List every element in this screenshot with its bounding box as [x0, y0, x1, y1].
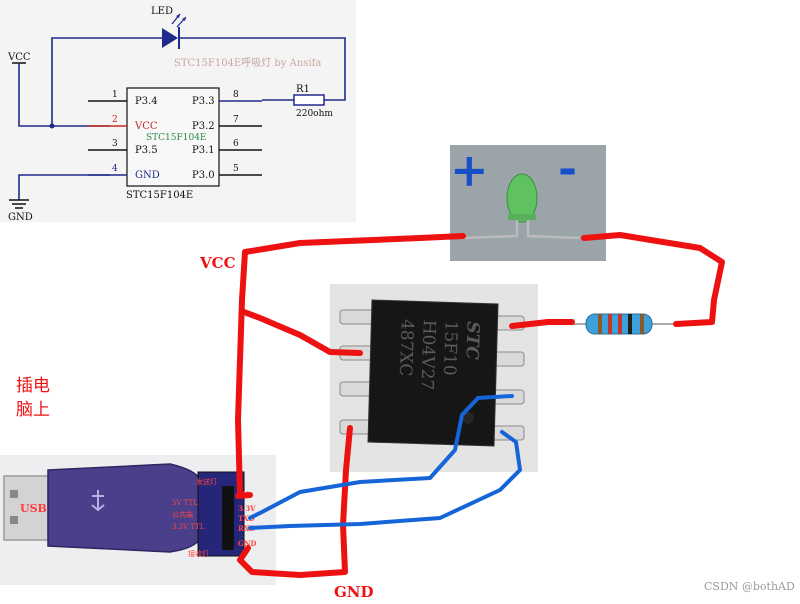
wires [235, 232, 725, 578]
pin-num-3: 3 [112, 139, 118, 149]
led-triangle [162, 28, 178, 48]
plug-note-line-2: 脑上 [16, 400, 50, 420]
pin-name-1: P3.4 [135, 96, 158, 107]
chip-pin-left-1 [339, 309, 377, 325]
usb-plug-hole-1 [10, 490, 18, 498]
usb-plug-metal [3, 475, 49, 541]
chip-marking-line-3: 487XC [395, 319, 417, 377]
usb-side-label-4: 3.3V TTL [172, 523, 205, 531]
chip-marking-brand: STC [461, 321, 482, 361]
led-symbol [162, 13, 187, 49]
usb-pin-3v3: 3.3V [238, 504, 256, 513]
pin-num-4: 4 [112, 164, 118, 174]
resistor-symbol [293, 94, 325, 106]
chip-name: STC15F104E [146, 133, 207, 143]
pin-name-5: P3.0 [192, 170, 215, 181]
chip-marking-line-1: 15F10 [439, 320, 461, 376]
chip-dimple [462, 412, 474, 424]
led-arrowhead-1 [176, 14, 180, 18]
adapter-pcb [197, 471, 245, 557]
watermark: CSDN @bothAD [704, 580, 795, 593]
led-rim [508, 214, 536, 220]
pin-num-6: 6 [233, 139, 239, 149]
usb-plug-hole-2 [10, 516, 18, 524]
usb-pin-gnd: GND [238, 539, 256, 548]
pin-name-3: P3.5 [135, 145, 158, 156]
chip-label-bottom: STC15F104E [126, 190, 193, 201]
wire-rxd-blue [248, 430, 522, 530]
pin-num-8: 8 [233, 90, 239, 100]
wire-vcc-chip-pin2 [241, 309, 363, 356]
wire-vcc-led [51, 37, 162, 126]
usb-side-label-2: 5V TTL [172, 499, 198, 507]
chip-photo: STC 15F10 H04V27 487XC [330, 284, 538, 472]
pin-num-1: 1 [112, 90, 118, 100]
led-anode-leg [461, 220, 519, 240]
usb-side-label-3: 公共端 [172, 510, 193, 519]
photo-gnd-label: GND [334, 583, 374, 600]
led-photo: + - [450, 141, 606, 261]
usb-side-label-5: 接收灯 [188, 549, 209, 558]
led-bulb [506, 173, 538, 223]
chip-symbol-box [126, 87, 220, 187]
pin-name-8: P3.3 [192, 96, 215, 107]
resistor-band-2 [608, 314, 612, 334]
wire-chip-resistor-red [509, 319, 575, 329]
schematic-panel: LED STC15F104E呼吸灯 by Ansifa VCC GND STC1… [0, 0, 356, 223]
wire-gnd-red [237, 425, 353, 578]
pin-num-2: 2 [112, 115, 118, 125]
junction-dot [49, 123, 55, 129]
wire-led-resistor-red [581, 232, 725, 327]
wire-vcc-to-5v [235, 492, 253, 499]
pin-name-2: VCC [134, 121, 158, 132]
photo-vcc-label: VCC [199, 254, 236, 272]
resistor-band-5 [640, 314, 644, 334]
led-label: LED [151, 6, 173, 17]
schematic-vcc-label: VCC [7, 52, 31, 63]
wire-led-r1 [180, 37, 346, 101]
pin-header [222, 486, 234, 550]
wire-vcc-pin2 [18, 63, 110, 127]
led-cathode-leg [526, 220, 581, 240]
pin-name-4: GND [135, 170, 160, 181]
wire-gnd-pin4 [18, 174, 110, 200]
resistor-band-1 [598, 314, 602, 334]
plug-note-line-1: 插电 [16, 376, 50, 396]
chip-marking: STC 15F10 H04V27 487XC [395, 319, 483, 391]
usb-adapter-photo: USB 5V 3.3V TXD RXD GND 发送灯 5V TTL 公共端 3… [0, 455, 276, 585]
usb-pin-rxd: RXD [238, 524, 255, 533]
usb-side-label-1: 发送灯 [196, 477, 217, 486]
pin-num-5: 5 [233, 164, 239, 174]
usb-logo-icon [91, 490, 105, 512]
wire-txd-blue [248, 394, 514, 520]
resistor-photo [560, 313, 680, 335]
resistor-label: R1 [296, 84, 310, 95]
usb-brand-label: USB [20, 502, 47, 515]
pin-name-7: P3.2 [192, 121, 215, 132]
resistor-band-4 [628, 314, 632, 334]
usb-casing [47, 463, 201, 553]
resistor-band-3 [618, 314, 622, 334]
pin-num-7: 7 [233, 115, 239, 125]
chip-marking-line-2: H04V27 [416, 319, 438, 390]
minus-sign: - [558, 141, 577, 195]
pin-name-6: P3.1 [192, 145, 215, 156]
resistor-value: 220ohm [296, 109, 333, 119]
schematic-title: STC15F104E呼吸灯 by Ansifa [174, 57, 321, 69]
wire-vcc-red [235, 233, 466, 499]
plus-sign: + [450, 143, 489, 197]
usb-pin-txd: TXD [238, 514, 255, 523]
led-arrowhead-2 [182, 17, 186, 21]
schematic-gnd-label: GND [8, 212, 33, 223]
